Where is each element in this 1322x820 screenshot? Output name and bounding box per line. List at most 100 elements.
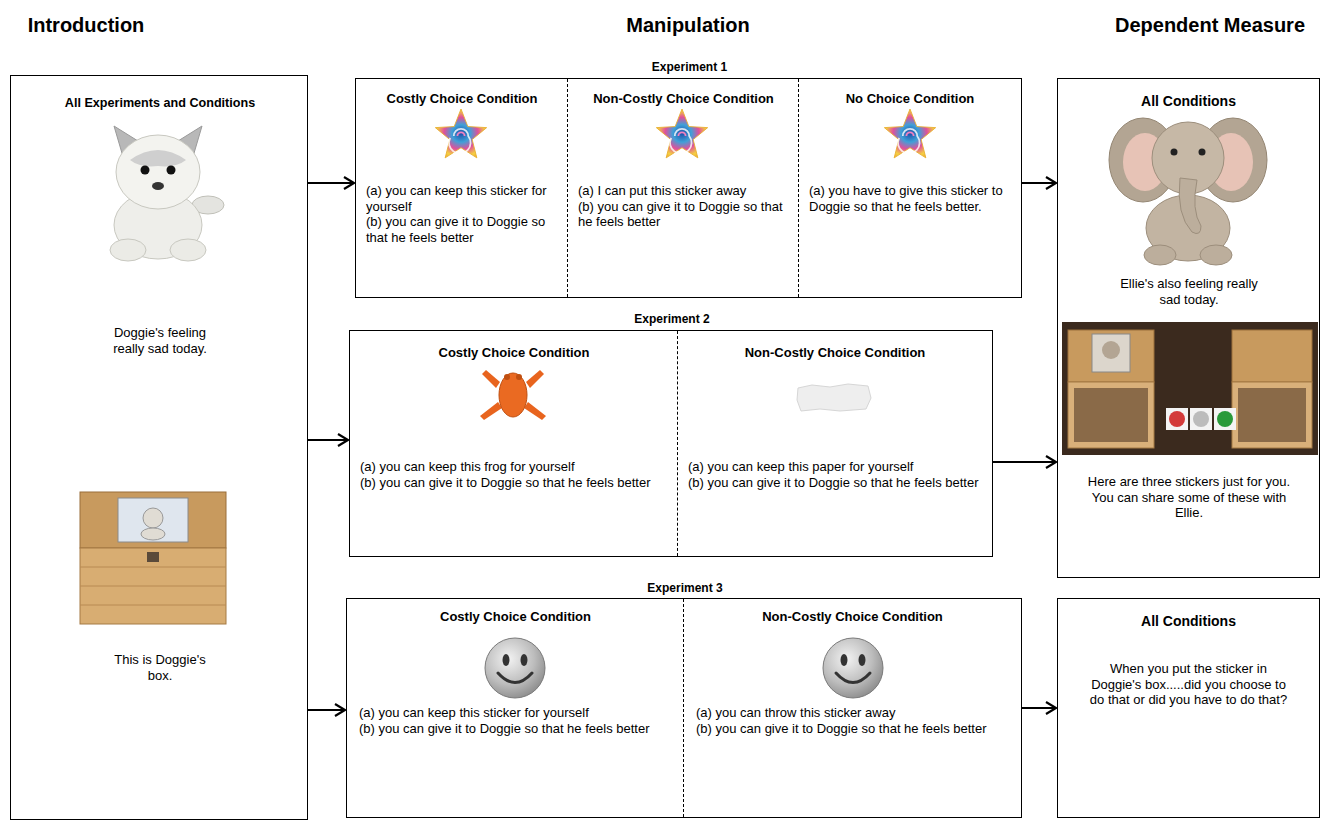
star-sticker [435,109,935,158]
text-column: (a) you can keep this paper for yourself… [688,459,983,490]
toy-frog-part [499,373,527,417]
plush-dog-part [110,239,146,261]
boxes-photo-part [1102,341,1120,359]
question-text: When you put the sticker in Doggie's box… [1088,661,1289,708]
condition-heading: Non-Costly Choice Condition [572,91,795,107]
text-column: (a) you can keep this frog for yourself(… [360,459,665,490]
wooden-box-part [147,552,159,562]
star-sticker-part [656,109,707,158]
story-text: Ellie's also feeling really sad today. [1118,276,1260,307]
text-column: (a) you can throw this sticker away(b) y… [696,705,1011,736]
plush-dog-part [170,239,206,261]
arrow-head [1046,456,1056,468]
flow-arrow [308,704,345,716]
toy-frog-part [526,370,544,388]
arrow-head [338,434,348,446]
boxes-photo-part [1232,382,1312,448]
story-text: Doggie's feeling really sad today. [97,325,223,356]
option-text: (b) you can give it to Doggie so that he… [360,475,665,491]
toy-frog-part [480,402,502,420]
text-column: Here are three stickers just for you.You… [1078,474,1300,521]
wooden-box-part [143,508,163,528]
condition-heading: Costly Choice Condition [354,345,674,361]
boxes-photo-part [1068,330,1154,382]
wooden-box-part [80,567,226,568]
boxes-photo-part [1193,411,1209,427]
panel-heading: All Experiments and Conditions [11,96,309,111]
plush-dog [110,126,224,261]
condition-column: (a) you can keep this sticker for yourse… [356,79,568,297]
experiment-heading: Experiment 1 [356,60,1023,74]
experiment-box: Experiment 2(a) you can keep this frog f… [349,330,993,557]
option-text: (b) you can give it to Doggie so that he… [366,214,561,245]
condition-column: (a) you have to give this sticker to Dog… [799,79,1021,297]
condition-heading: No Choice Condition [803,91,1017,107]
column-header: Dependent Measure [1104,13,1316,37]
flow-arrow [1022,177,1056,189]
boxes-photo-part [1190,408,1212,430]
option-text: (b) you can give it to Doggie so that he… [359,721,674,737]
option-text: (a) you can keep this frog for yourself [360,459,665,475]
measure-panel: Here are three stickers just for you.You… [1057,78,1320,578]
plush-elephant-part [1179,178,1201,234]
boxes-photo-part [1166,408,1188,430]
boxes-photo-part [1169,411,1185,427]
option-text: (a) I can put this sticker away [578,183,790,199]
option-text: (a) you can throw this sticker away [696,705,1011,721]
smiley-sticker [485,638,883,698]
boxes-photo-part [1074,388,1148,442]
boxes-photo-part [1217,411,1233,427]
boxes-photo-part [1214,408,1236,430]
experiment-box: Experiment 1(a) you can keep this sticke… [355,78,1022,298]
arrow-line [308,439,347,441]
smiley-sticker-part [823,638,883,698]
wooden-box-part [80,605,226,606]
option-text: (a) you have to give this sticker to Dog… [809,183,1014,214]
arrow-line [308,709,344,711]
boxes-photo-part [1238,388,1306,442]
arrow-head [1046,702,1056,714]
story-text: Here are three stickers just for you. [1078,474,1300,490]
flow-arrow [308,177,354,189]
condition-heading: Costly Choice Condition [360,91,564,107]
experiment-heading: Experiment 2 [350,312,994,326]
smiley-sticker-part [485,638,545,698]
flow-arrow [1022,702,1056,714]
paper-scrap [797,384,871,411]
flow-arrow [993,456,1056,468]
text-column: (a) I can put this sticker away(b) you c… [578,183,790,230]
plush-dog-part [116,135,200,209]
measure-panel: All ConditionsWhen you put the sticker i… [1057,598,1320,818]
paper-scrap-part [797,384,871,411]
panel-heading: All Conditions [1058,613,1319,630]
plush-dog-part [141,166,150,175]
story-text: You can share some of these with Ellie. [1078,490,1300,521]
arrow-line [1022,707,1055,709]
condition-heading: Non-Costly Choice Condition [688,609,1017,625]
text-column: (a) you have to give this sticker to Dog… [809,183,1014,214]
option-text: (b) you can give it to Doggie so that he… [688,475,983,491]
plush-dog-part [167,166,176,175]
star-sticker-part [435,109,486,158]
condition-column: (a) you can throw this sticker away(b) y… [684,599,1021,817]
column-header: Introduction [10,13,162,37]
plush-elephant-part [1171,149,1178,156]
option-text: (b) you can give it to Doggie so that he… [578,199,790,230]
story-text: This is Doggie's box. [114,652,206,683]
plush-dog-part [152,182,164,190]
plush-elephant-part [1199,149,1206,156]
arrow-line [308,182,353,184]
boxes-photo-part [1232,330,1312,382]
option-text: (a) you can keep this sticker for yourse… [359,705,674,721]
toy-frog-part [482,370,500,388]
condition-heading: Costly Choice Condition [351,609,680,625]
panel-heading: All Conditions [1058,93,1319,110]
plush-elephant-part [1200,245,1232,265]
wooden-box-part [80,548,226,624]
condition-heading: Non-Costly Choice Condition [682,345,988,361]
option-text: (a) you can keep this paper for yourself [688,459,983,475]
wooden-box-part [80,492,226,548]
experiment-heading: Experiment 3 [347,581,1023,595]
wooden-box-part [141,528,165,540]
